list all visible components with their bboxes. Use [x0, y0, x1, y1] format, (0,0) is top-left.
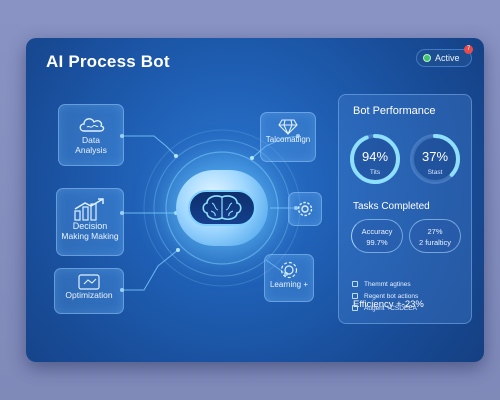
checkbox-icon	[352, 305, 358, 311]
gauge-2: 37% Stast	[407, 131, 463, 187]
list-item-label: Regent bot actions	[364, 292, 419, 300]
list-item-label: Themmt agtines	[364, 280, 411, 288]
list-item[interactable]: Augent +CSDEEA	[352, 302, 418, 314]
diamond-icon	[261, 119, 315, 135]
card-label: Talcomatiign	[265, 135, 311, 144]
frequency-pill: 27% 2 furalticy	[409, 219, 461, 253]
checkbox-icon	[352, 281, 358, 287]
gear-cycle-icon	[265, 260, 313, 280]
card-label-line1: Optimization	[65, 290, 113, 300]
card-settings[interactable]	[288, 192, 322, 226]
pill-line1: Accuracy	[361, 227, 393, 236]
gauge-label: Stast	[427, 169, 443, 176]
bot-avatar[interactable]	[176, 170, 268, 246]
efficiency-title: Efficiency +-23%	[353, 299, 424, 310]
card-learning[interactable]: Learning +	[264, 254, 314, 302]
visor	[188, 190, 256, 226]
gear-icon	[289, 200, 321, 218]
cloud-brain-icon	[59, 113, 123, 135]
card-label-line1: Decision	[72, 221, 108, 231]
list-item-label: Augent +CSDEEA	[364, 304, 417, 312]
card-label: Learning +	[269, 280, 309, 289]
card-data-analysis[interactable]: Data Analysis	[58, 104, 124, 166]
gauge-label: Tits	[369, 169, 381, 176]
gauge-value: 37%	[421, 149, 449, 164]
card-talcomatiign[interactable]: Talcomatiign	[260, 112, 316, 162]
pill-line2: 99.7%	[366, 238, 388, 247]
window-icon	[55, 274, 123, 290]
card-optimization[interactable]: Optimization	[54, 268, 124, 314]
tasks-completed-title: Tasks Completed	[353, 201, 430, 212]
bar-chart-arrow-icon	[57, 197, 123, 221]
gauge-1: 94% Tits	[347, 131, 403, 187]
gauge-value: 94%	[361, 149, 389, 164]
notification-count: 7	[464, 45, 473, 54]
status-badge[interactable]: Active 7	[416, 45, 473, 67]
list-item[interactable]: Themmt agtines	[352, 278, 418, 290]
page-title: AI Process Bot	[46, 52, 170, 71]
action-list: Themmt agtines Regent bot actions Augent…	[352, 278, 418, 314]
performance-title: Bot Performance	[353, 105, 436, 117]
list-item[interactable]: Regent bot actions	[352, 290, 418, 302]
gauge-arc	[410, 134, 460, 184]
pill-line2: 2 furalticy	[418, 238, 452, 247]
card-label-line1: Data	[82, 135, 100, 145]
card-label-line2: Making Making	[61, 231, 119, 241]
main-panel: AI Process Bot Active 7	[26, 38, 484, 362]
checkbox-icon	[352, 293, 358, 299]
gauge-arc	[350, 134, 400, 184]
card-decision-making[interactable]: Decision Making Making	[56, 188, 124, 256]
card-label-line2: Analysis	[75, 145, 107, 155]
status-label: Active	[435, 53, 460, 63]
pill-line1: 27%	[427, 227, 443, 236]
status-dot-icon	[423, 54, 431, 62]
accuracy-pill: Accuracy 99.7%	[351, 219, 403, 253]
bot-performance-panel: Bot Performance 94% Tits 37% Stast Tasks…	[338, 94, 472, 324]
